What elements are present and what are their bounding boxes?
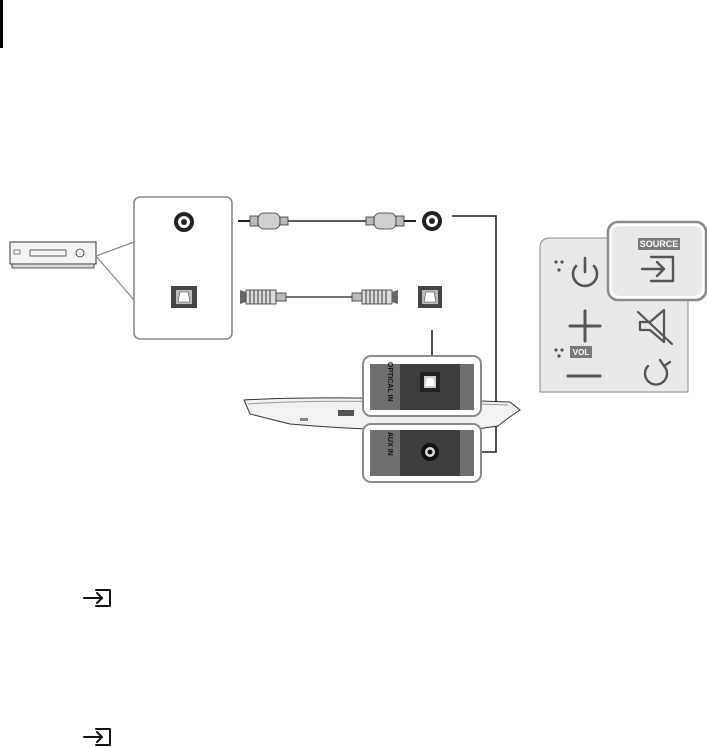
optical-port-icon	[418, 286, 442, 308]
external-device	[10, 242, 96, 268]
aux-cable	[238, 213, 416, 229]
source-label: SOURCE	[640, 239, 679, 249]
optical-cable	[240, 290, 398, 304]
remote-control: SOURCE VOL	[540, 222, 706, 392]
aux-in-label: AUX IN	[386, 432, 393, 456]
aux-jack-icon	[422, 211, 442, 231]
device-callout	[96, 242, 134, 300]
device-optical-port-icon	[171, 286, 197, 308]
page-margin-rule	[0, 0, 3, 48]
device-aux-jack-icon	[174, 212, 194, 232]
instruction-source-icon-2	[84, 729, 110, 745]
vol-label: VOL	[573, 348, 590, 357]
instruction-source-icon-1	[84, 590, 110, 606]
optical-in-label: OPTICAL IN	[386, 362, 393, 402]
